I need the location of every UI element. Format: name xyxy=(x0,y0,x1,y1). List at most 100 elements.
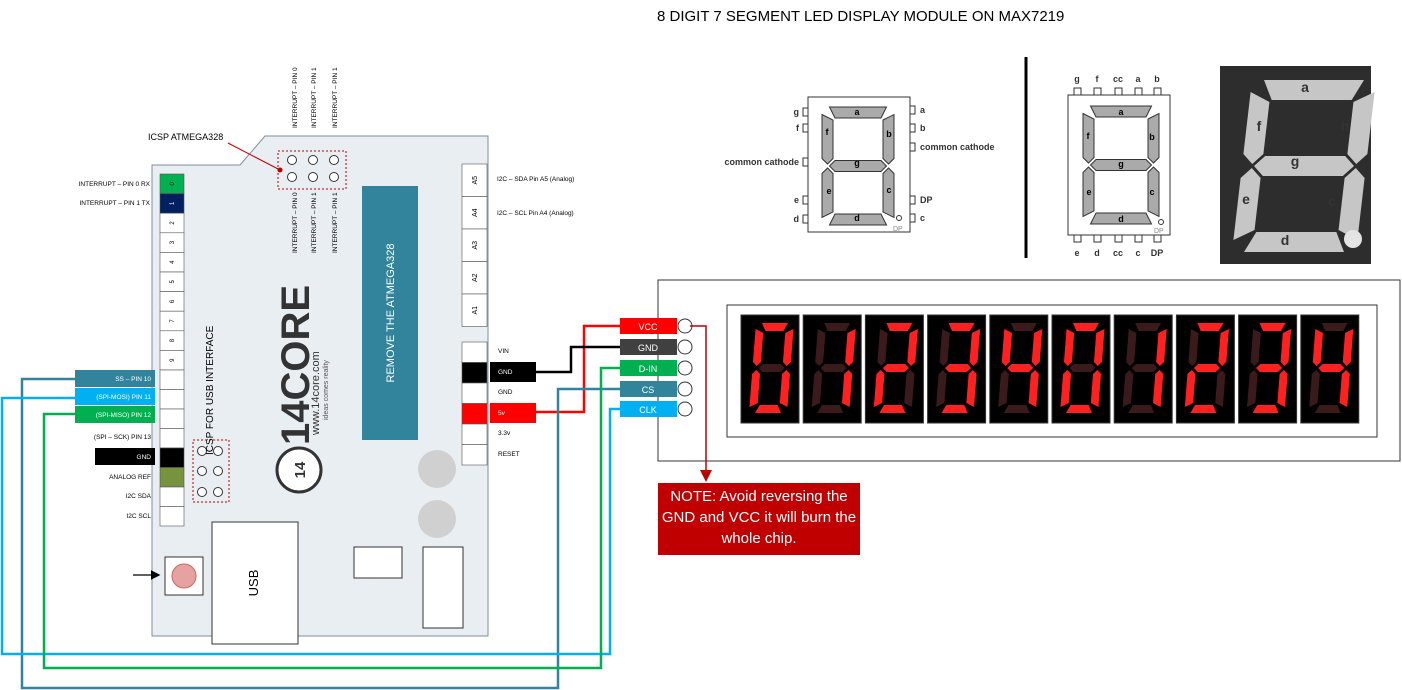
pinout-top-segment xyxy=(1082,166,1095,218)
led-segment xyxy=(1342,329,1354,366)
led-segment xyxy=(939,329,950,366)
diagram-title: 8 DIGIT 7 SEGMENT LED DISPLAY MODULE ON … xyxy=(657,8,1065,25)
pinout-top-segment-label: f xyxy=(1087,131,1091,141)
photo-segment-label: a xyxy=(1301,79,1309,95)
led-segment xyxy=(1250,329,1261,366)
analog-pin-cell xyxy=(461,261,488,295)
pinout-top-pin-label: a xyxy=(1135,74,1141,84)
led-segment xyxy=(1007,364,1034,372)
lower-left-label-bg xyxy=(95,448,155,465)
pinout-side-segment xyxy=(882,167,895,219)
lower-left-pin-label: (SPI – SCK) PIN 13 xyxy=(94,434,151,441)
capacitor-2 xyxy=(418,500,456,538)
regulator-box xyxy=(353,546,403,579)
pinout-side-segment-label: f xyxy=(826,127,830,137)
photo-segment xyxy=(1338,168,1365,240)
module-pin-label-bg xyxy=(620,339,677,355)
led-segment xyxy=(1126,329,1137,366)
digital-pin-cell xyxy=(159,369,185,390)
led-segment xyxy=(782,329,794,366)
lower-left-pin-label: I2C SCL xyxy=(126,513,151,520)
wire-clk xyxy=(0,396,620,656)
led-segment xyxy=(1073,323,1099,331)
lower-left-label-bg xyxy=(75,388,155,405)
usb-label: USB xyxy=(246,570,261,597)
pinout-top-segment-label: a xyxy=(1118,107,1124,117)
top-interrupt-label: INTERRUPT – PIN 1 xyxy=(332,67,339,128)
pinout-side-segment-label: d xyxy=(854,213,860,223)
note-arrow xyxy=(690,325,712,482)
led-segment xyxy=(1197,323,1224,331)
pinout-side-segment xyxy=(821,113,834,165)
led-segment xyxy=(1259,323,1286,331)
pinout-top-segment-label: b xyxy=(1149,132,1155,142)
led-segment xyxy=(1314,405,1341,413)
led-segment xyxy=(1001,329,1013,366)
pinout-top-pin xyxy=(1153,87,1162,96)
digital-pin-number: 7 xyxy=(170,319,176,323)
led-segment xyxy=(886,323,913,331)
left-pin-label: INTERRUPT – PIN 1 TX xyxy=(79,200,150,207)
led-segment xyxy=(1188,329,1199,366)
module-pin-label: GND xyxy=(638,343,659,353)
power-gnd-box xyxy=(490,362,536,382)
icsp-usb-header xyxy=(192,439,230,503)
led-segment xyxy=(1215,370,1226,407)
pinout-top-pin-label: b xyxy=(1154,74,1160,84)
led-segment xyxy=(1309,370,1320,407)
led-segment xyxy=(779,370,791,407)
power-pin-label: 5v xyxy=(498,410,506,417)
led-segment xyxy=(758,364,785,372)
pinout-side-left-pin xyxy=(802,157,809,167)
pinout-top-pin xyxy=(1114,87,1123,96)
analog-label: I2C – SDA Pin A5 (Analog) xyxy=(497,176,574,183)
digital-pin-number: 5 xyxy=(170,279,176,283)
led-segment xyxy=(824,323,851,331)
led-segment xyxy=(749,370,761,407)
led-segment xyxy=(1003,405,1030,413)
led-segment xyxy=(1339,370,1350,407)
lower-left-pin-label: (SPI-MISO) PIN 12 xyxy=(96,412,152,419)
power-pin-cell xyxy=(461,403,488,425)
lower-left-pin-label: I2C SDA xyxy=(126,493,152,500)
pinout-side-left-label: f xyxy=(796,123,800,133)
icsp-leader xyxy=(227,142,281,171)
led-segment xyxy=(1128,405,1155,413)
pinout-top-segment-label: g xyxy=(1118,159,1124,169)
power-pin-cell xyxy=(461,382,488,404)
pinout-side-right-pin xyxy=(909,195,916,205)
pinout-top-dp xyxy=(1158,219,1164,225)
pinout-bottom-pin xyxy=(1134,234,1143,243)
pinout-side-left-pin xyxy=(802,195,809,205)
logo-url: www.14core.com xyxy=(310,351,322,436)
photo-segment-label: f xyxy=(1257,118,1262,134)
top-interrupt-label: INTERRUPT – PIN 0 xyxy=(292,67,299,128)
digital-pin-number: 4 xyxy=(170,260,176,264)
pinout-bottom-pin-label: cc xyxy=(1113,248,1123,258)
pinout-side-left-label: e xyxy=(794,195,799,205)
core-logo: 14 14CORE www.14core.com ideas comes rea… xyxy=(274,285,330,494)
photo-segment-label: g xyxy=(1291,153,1300,169)
usb-port xyxy=(211,521,299,645)
led-segment xyxy=(1066,405,1092,413)
photo-segment-label: e xyxy=(1242,191,1250,207)
pinout-bottom-pin xyxy=(1093,234,1102,243)
led-segment xyxy=(1252,405,1279,413)
pinout-top-segment xyxy=(1147,166,1160,218)
module-pin-hole xyxy=(677,318,693,334)
module-pin-hole xyxy=(677,381,693,397)
led-segment xyxy=(904,370,915,407)
pinout-side-segment xyxy=(828,106,888,119)
photo-segment xyxy=(1347,92,1375,164)
lower-left-pin-label: (SPI-MOSI) PIN 11 xyxy=(96,394,151,401)
module-pin-hole xyxy=(677,360,693,376)
inner-interrupt-label: INTERRUPT – PIN 1 xyxy=(311,192,318,253)
led-segment xyxy=(936,370,947,407)
digital-pin-cell xyxy=(159,506,185,527)
pinout-side-segment-label: b xyxy=(886,129,892,139)
pinout-top-pin xyxy=(1134,87,1143,96)
led-segment xyxy=(1277,370,1288,407)
led-segment xyxy=(1010,323,1037,331)
